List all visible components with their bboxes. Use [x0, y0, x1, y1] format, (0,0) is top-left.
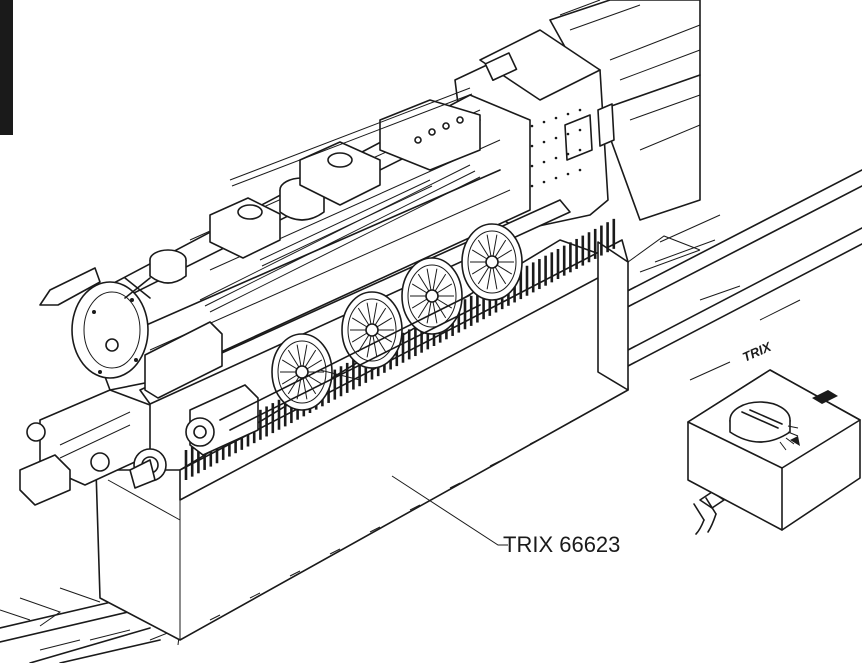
page-edge-tab: [0, 0, 13, 135]
driving-wheels: [271, 223, 523, 411]
trix-controller: TRIX: [687, 338, 861, 535]
track-right: [609, 169, 862, 381]
smokebox-door: [71, 281, 149, 379]
part-label: TRIX 66623: [503, 532, 620, 557]
steam-locomotive: [19, 0, 701, 506]
leader-line: [391, 475, 508, 546]
controller-brand-text: TRIX: [740, 338, 774, 364]
